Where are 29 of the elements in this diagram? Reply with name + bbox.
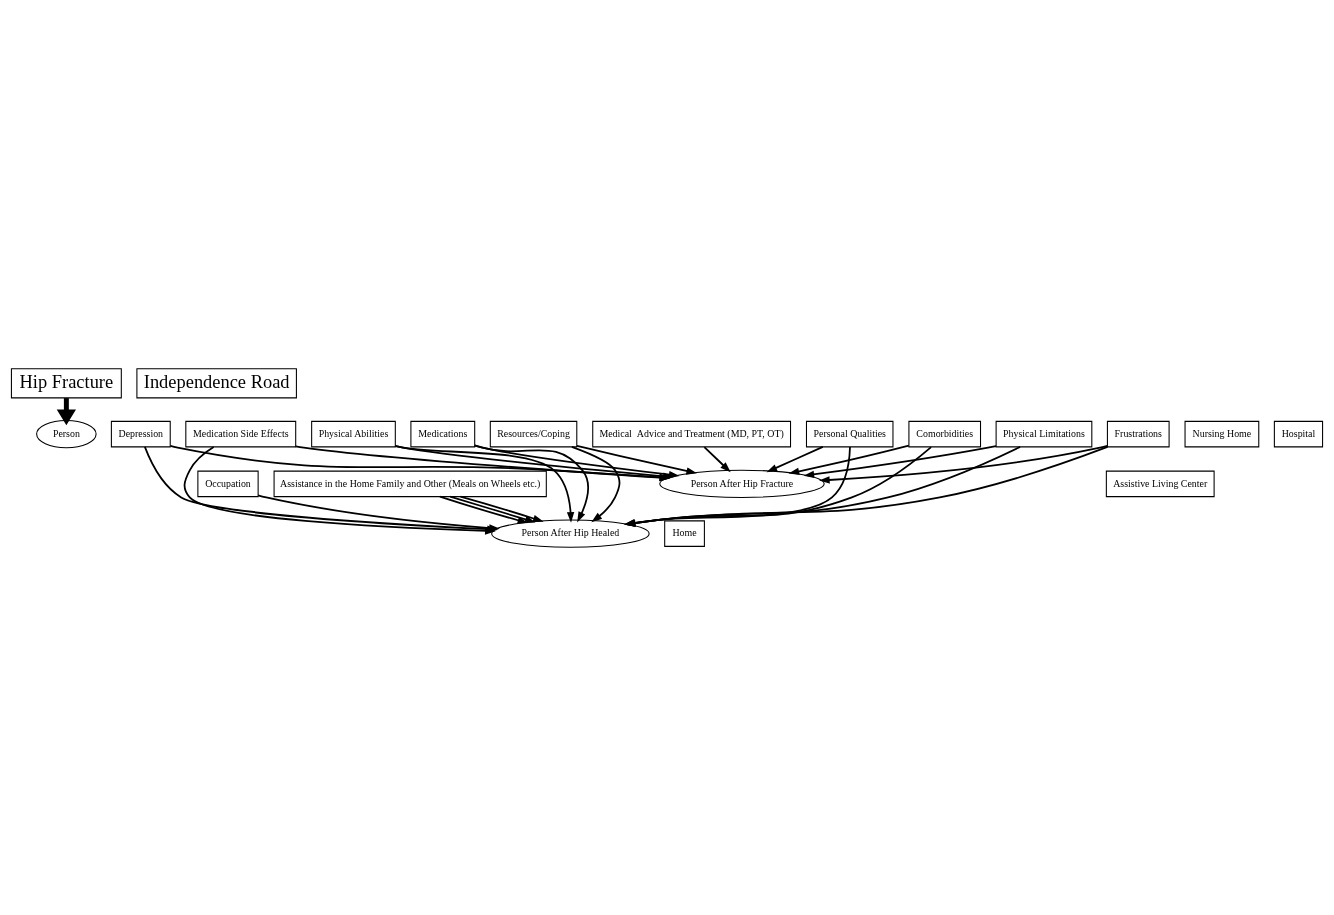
node-box: Hospital [1273, 420, 1324, 447]
arrow [788, 444, 910, 475]
node-box: Comorbidities [908, 420, 982, 447]
arrow [766, 445, 824, 472]
node-box: Personal Qualities [805, 420, 894, 447]
node-box: Frustrations [1106, 420, 1170, 447]
node-box: Occupation [197, 470, 259, 497]
node-box: Assistive Living Center [1105, 470, 1215, 497]
arrow [803, 444, 997, 478]
node-box: Nursing Home [1184, 420, 1260, 447]
node-box: Resources/Coping [489, 420, 578, 447]
node-box: Independence Road [136, 367, 297, 398]
node-box: Medication Side Effects [185, 420, 297, 447]
arrow [439, 495, 529, 524]
node-box: Hip Fracture [10, 367, 122, 398]
node-ellipse: Person [36, 419, 97, 448]
node-box: Medical Advice and Treatment (MD, PT, OT) [592, 420, 792, 447]
node-box: Physical Limitations [995, 420, 1093, 447]
node-box: Physical Abilities [311, 420, 396, 447]
node-box: Assistance in the Home Family and Other (Meals on Wheels etc.) [273, 470, 547, 497]
arrow [703, 445, 731, 472]
node-box: Home [664, 519, 705, 547]
arrow [819, 444, 1109, 484]
node-box: Depression [110, 420, 171, 447]
node-box: Medications [410, 420, 476, 447]
arrow [576, 444, 697, 475]
arrow [570, 445, 621, 522]
arrow [459, 495, 544, 522]
arrow [449, 495, 536, 523]
